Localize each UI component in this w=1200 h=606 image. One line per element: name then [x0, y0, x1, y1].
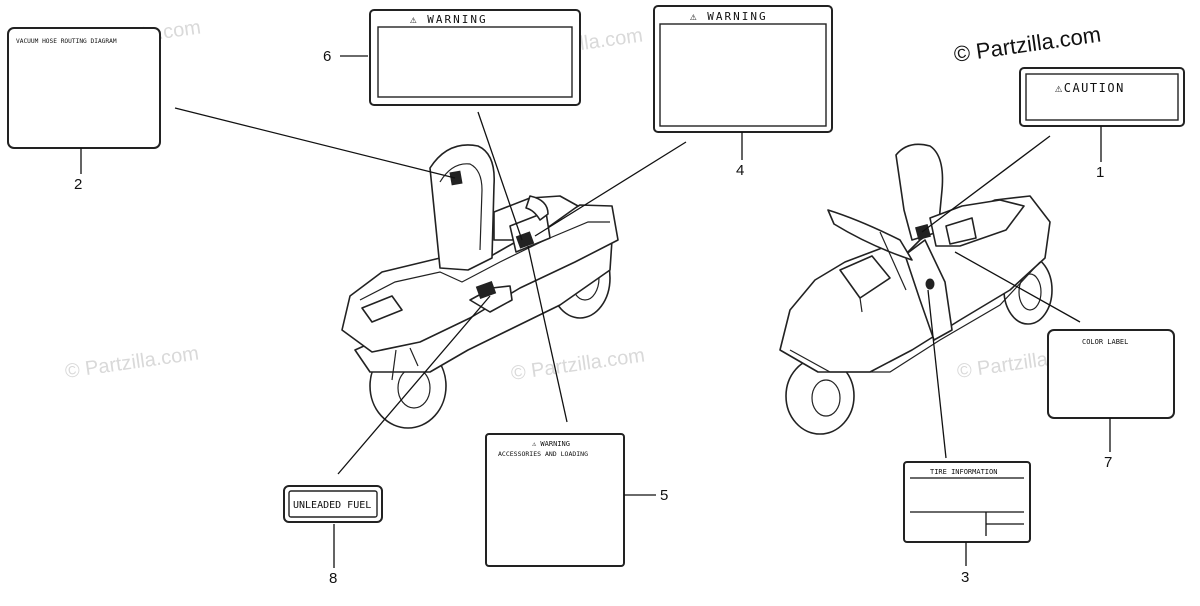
label-7-color-label[interactable]: COLOR LABEL: [1047, 329, 1175, 419]
callout-6: 6: [323, 48, 331, 65]
label-5-subtext: ACCESSORIES AND LOADING: [498, 450, 588, 458]
label-7-text: COLOR LABEL: [1082, 338, 1128, 346]
scooter-right: [779, 143, 1053, 435]
label-3-tire-information[interactable]: TIRE INFORMATION: [903, 461, 1031, 543]
scooter-left: [341, 144, 619, 429]
watermark-4: © Partzilla.com: [510, 344, 647, 385]
watermark-3: © Partzilla.com: [64, 342, 201, 383]
callout-8: 8: [329, 570, 337, 587]
label-1-text: ⚠CAUTION: [1055, 81, 1125, 95]
label-1-caution[interactable]: ⚠CAUTION: [1019, 67, 1185, 127]
label-3-text: TIRE INFORMATION: [930, 468, 997, 476]
label-4-warning[interactable]: ⚠ WARNING: [653, 5, 833, 133]
label-5-warning-accessories[interactable]: ⚠ WARNING ACCESSORIES AND LOADING: [485, 433, 625, 567]
label-8-unleaded-fuel[interactable]: UNLEADED FUEL: [283, 485, 383, 523]
label-6-warning[interactable]: ⚠ WARNING: [369, 9, 581, 106]
callout-3: 3: [961, 569, 969, 586]
label-2-text: VACUUM HOSE ROUTING DIAGRAM: [16, 38, 117, 45]
label-4-text: ⚠ WARNING: [690, 10, 768, 23]
label-8-text: UNLEADED FUEL: [293, 500, 371, 511]
callout-1: 1: [1096, 164, 1104, 181]
label-2-vacuum-hose-routing-diagram[interactable]: VACUUM HOSE ROUTING DIAGRAM: [7, 27, 161, 149]
callout-4: 4: [736, 162, 744, 179]
callout-7: 7: [1104, 454, 1112, 471]
copyright-text: © Partzilla.com: [952, 22, 1102, 67]
callout-2: 2: [74, 176, 82, 193]
callout-5: 5: [660, 487, 668, 504]
label-6-text: ⚠ WARNING: [410, 13, 488, 26]
label-5-text: ⚠ WARNING: [532, 440, 570, 448]
